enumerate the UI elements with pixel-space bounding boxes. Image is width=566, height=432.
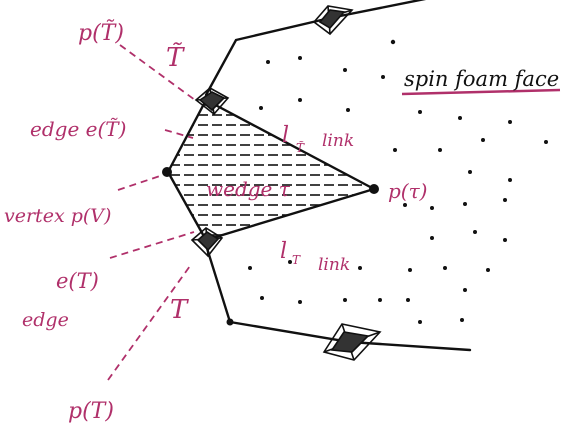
tetrahedron-upper-right xyxy=(312,5,354,36)
wedge-tau xyxy=(166,98,375,242)
vertex-p-v-dot xyxy=(162,167,172,177)
p-tau-dot xyxy=(369,184,379,194)
tetrahedron-lower-right xyxy=(322,323,382,361)
face-dots xyxy=(248,39,548,324)
label-e-t: e(T) xyxy=(56,269,99,293)
label-spin-foam-face: spin foam face xyxy=(404,67,559,91)
label-edge-tilde: edge e(T̃) xyxy=(30,117,126,141)
label-tilde-t: T̃ xyxy=(166,42,185,73)
tetrahedron-top-tilde-t xyxy=(194,87,230,116)
label-t: T xyxy=(170,295,189,325)
bottom-corner-dot xyxy=(226,318,234,326)
label-vertex: vertex p(V) xyxy=(4,205,111,227)
label-link-top: link xyxy=(322,131,354,151)
label-wedge: wedge τ xyxy=(206,177,291,201)
pointer-lines xyxy=(107,44,196,381)
label-l-t: l xyxy=(280,239,287,264)
label-p-tilde-t-top: p(T̃) xyxy=(78,20,124,46)
label-edge-word: edge xyxy=(22,309,69,331)
label-p-t-bottom: p(T) xyxy=(68,399,114,424)
face-boundary xyxy=(204,0,472,352)
label-l-t-sub: T xyxy=(292,253,301,267)
label-p-tau: p(τ) xyxy=(388,179,427,203)
label-l-tilde-sub: T̃ xyxy=(296,140,305,155)
label-link-bottom: link xyxy=(318,255,350,275)
tetrahedron-bottom-t xyxy=(190,227,224,258)
label-l-tilde: l xyxy=(282,123,289,148)
spin-foam-underline xyxy=(401,88,561,96)
